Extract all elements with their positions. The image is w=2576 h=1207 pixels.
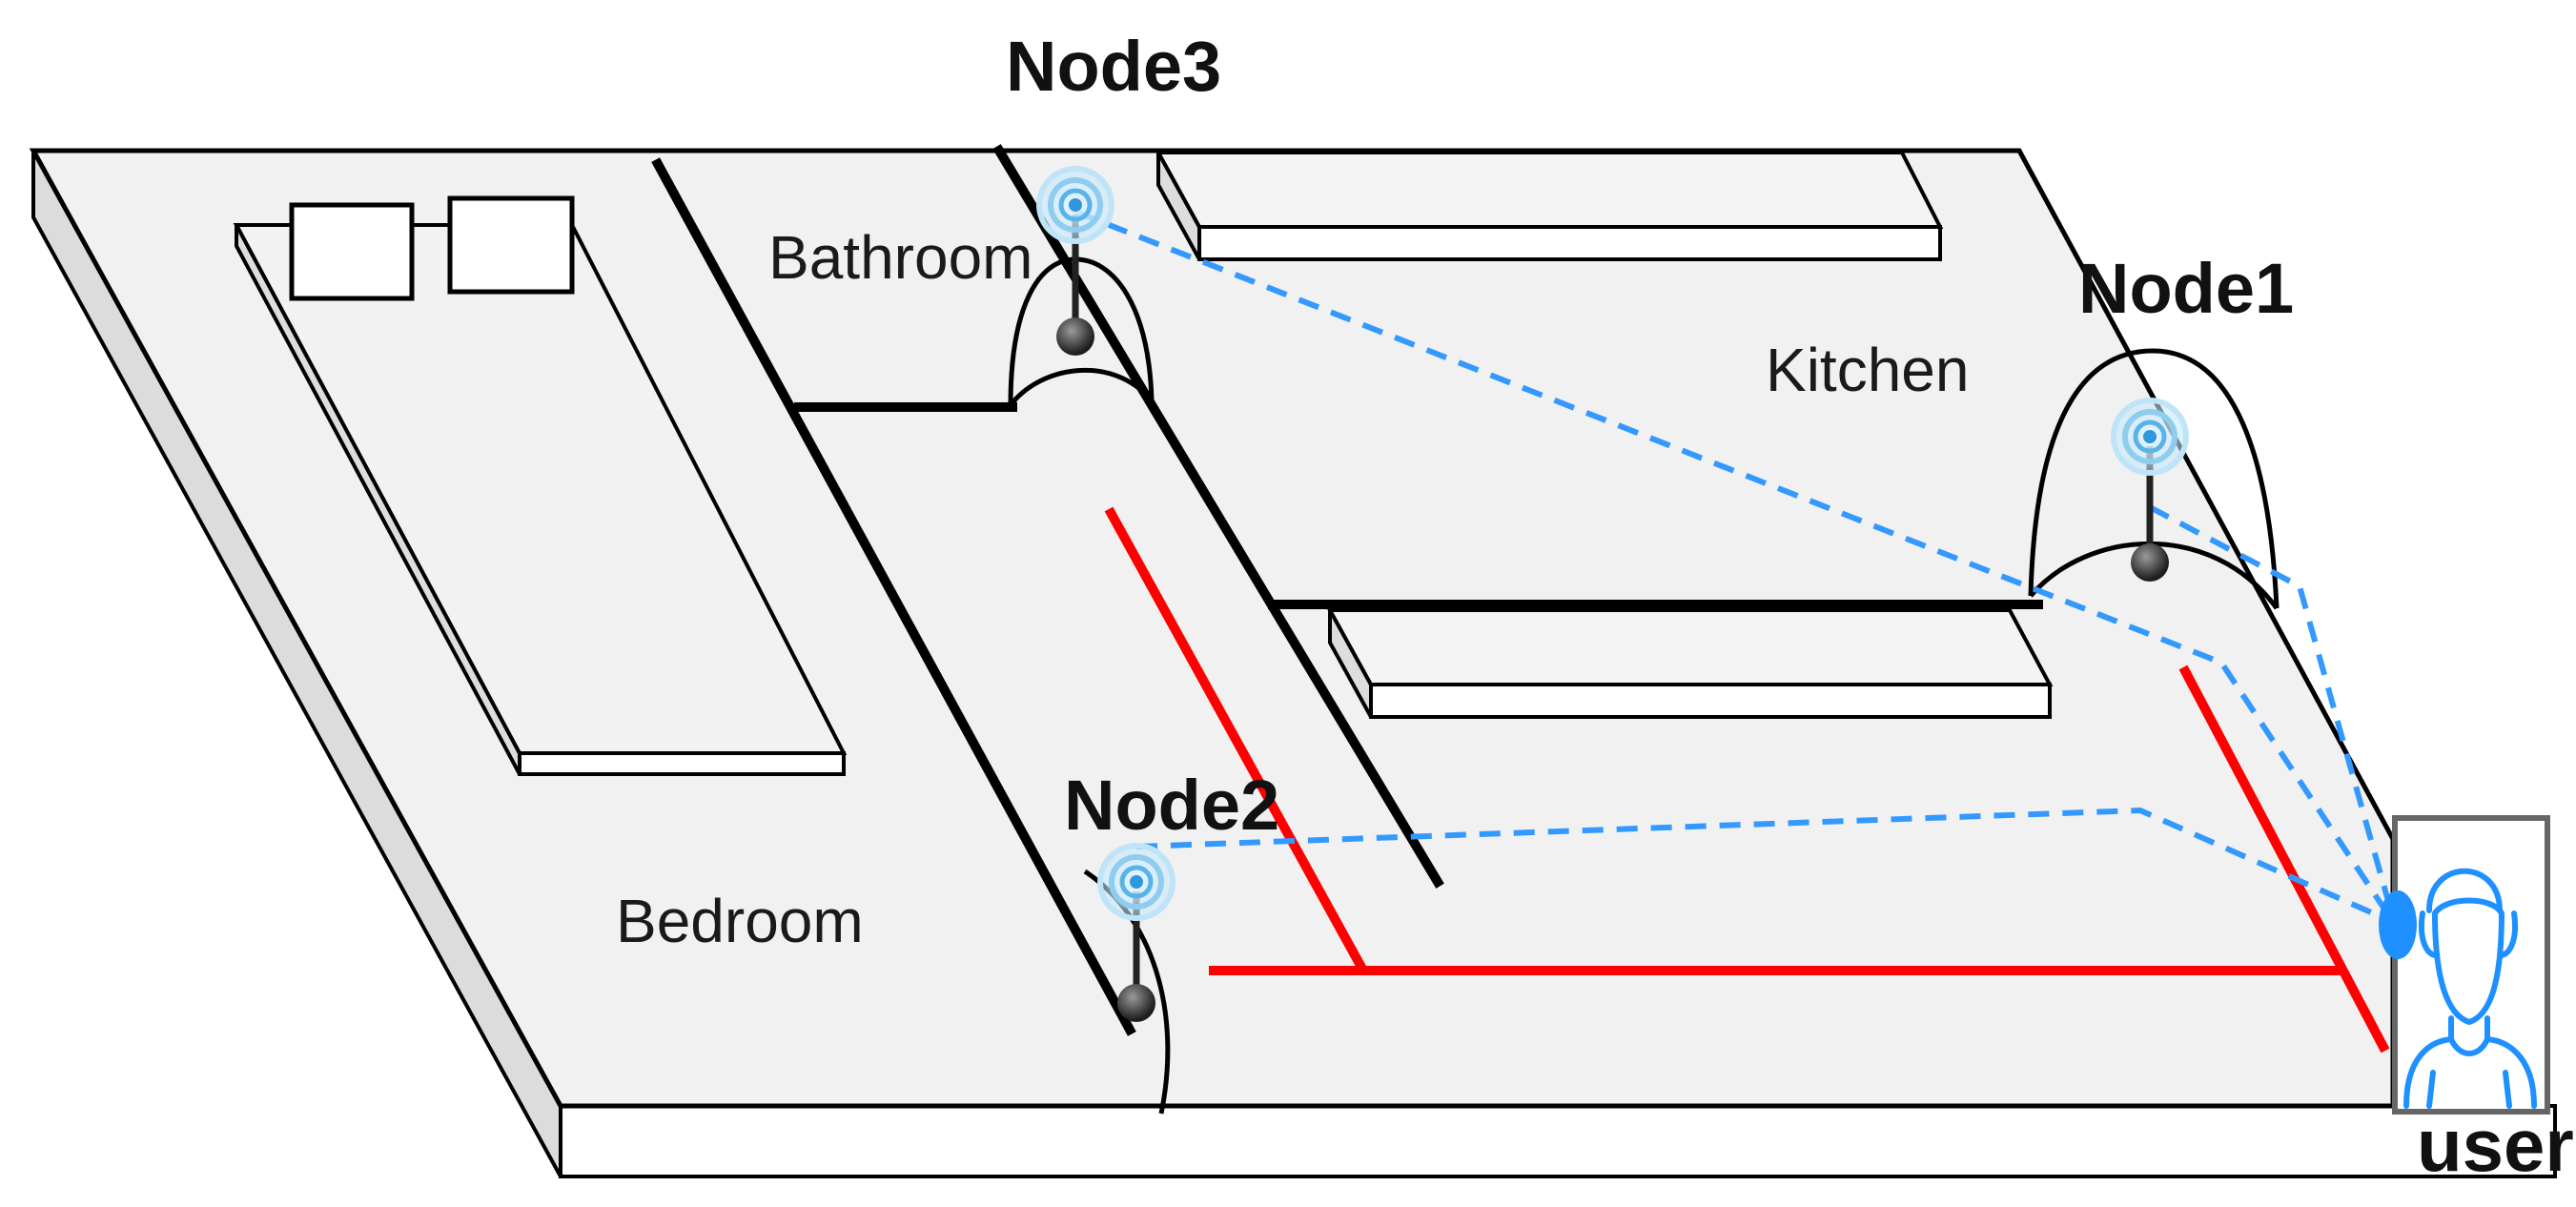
node1-label: Node1 xyxy=(2078,249,2294,328)
path-segment-hall xyxy=(1104,506,1368,973)
node3-label: Node3 xyxy=(1006,27,1221,106)
kitchen-counter-bottom xyxy=(1326,608,2054,719)
room-label-bathroom: Bathroom xyxy=(768,223,1032,292)
kitchen-counter-top xyxy=(1155,151,1944,261)
user-label: user xyxy=(2417,1103,2574,1187)
node1-sensor xyxy=(2114,400,2186,582)
room-label-bedroom: Bedroom xyxy=(616,887,864,955)
node2-label: Node2 xyxy=(1064,766,1279,845)
user-box: user xyxy=(2379,815,2574,1187)
user-position-marker xyxy=(2379,890,2417,959)
path-segment-right xyxy=(2178,665,2390,1054)
signal-lines xyxy=(1073,209,2398,927)
pillow-left xyxy=(289,202,415,301)
node2-sensor xyxy=(1100,846,1173,1022)
wifi-antenna-icon xyxy=(2114,400,2186,473)
bed xyxy=(233,195,848,776)
walking-path xyxy=(1104,506,2390,1054)
wifi-antenna-icon xyxy=(1039,169,1112,241)
platform-front-side xyxy=(559,1104,2557,1178)
wifi-antenna-icon xyxy=(1100,846,1173,918)
room-label-kitchen: Kitchen xyxy=(1766,336,1969,404)
pillow-right xyxy=(447,195,575,295)
signal-node2-user xyxy=(1135,807,2397,926)
user-avatar-icon xyxy=(2403,868,2537,1109)
node3-sensor xyxy=(1039,169,1112,356)
bedroom-wall xyxy=(651,157,1136,1036)
